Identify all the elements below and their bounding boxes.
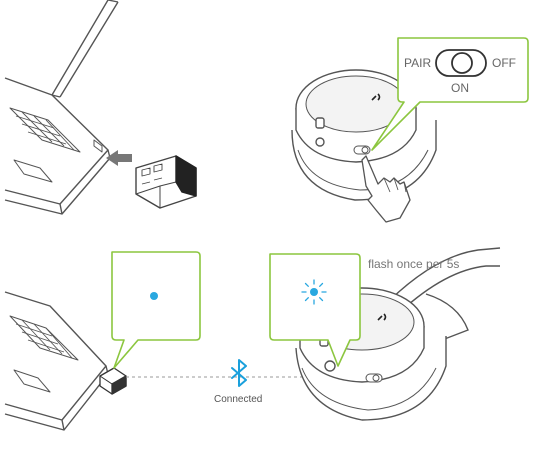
usb-dongle-icon (135, 155, 197, 209)
bluetooth-icon (231, 359, 247, 387)
laptop-icon (4, 291, 109, 431)
laptop-icon (4, 0, 119, 215)
connected-label: Connected (214, 394, 262, 405)
dongle-led-callout (111, 251, 201, 369)
dongle-led (150, 292, 158, 300)
headphone-led-callout (269, 253, 361, 367)
arrow-left-icon (106, 150, 132, 166)
switch-callout: PAIR OFF ON (371, 37, 529, 151)
switch-pair-label: PAIR (404, 56, 431, 70)
switch-on-label: ON (451, 81, 469, 95)
switch-off-label: OFF (492, 56, 516, 70)
usb-dongle-icon (99, 367, 127, 395)
flash-caption: flash once per 5s (368, 257, 459, 271)
headphone-earcup-icon (291, 69, 437, 201)
hand-pointer-icon (361, 155, 411, 223)
led-flash-icon (301, 279, 327, 305)
